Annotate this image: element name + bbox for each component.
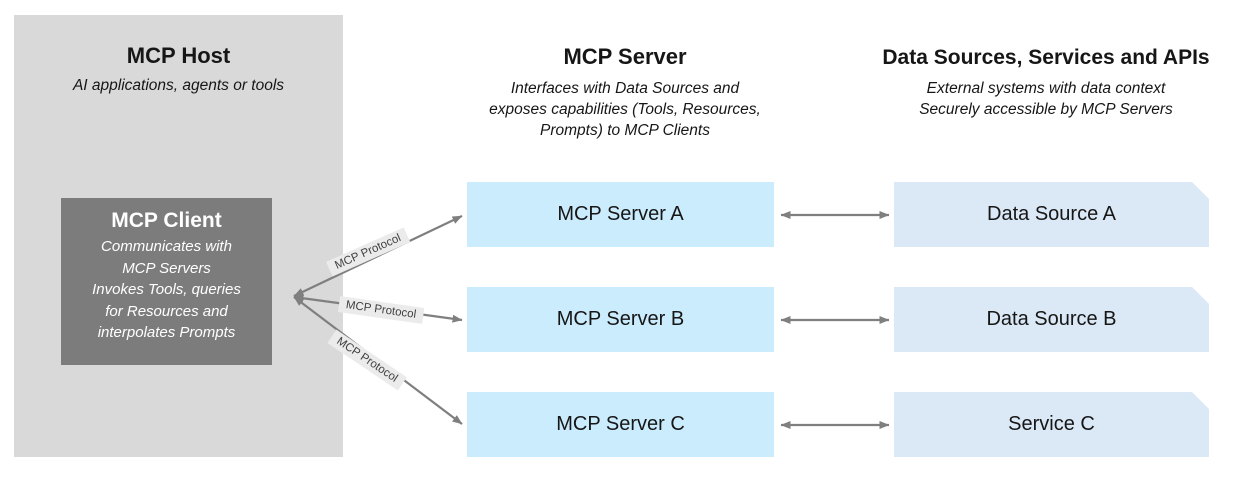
mcp-server-column-header: MCP Server Interfaces with Data Sources … — [450, 44, 800, 141]
data-sources-column-header: Data Sources, Services and APIs External… — [857, 46, 1235, 120]
subtitle-line: External systems with data context — [926, 80, 1166, 97]
data-sources-column-subtitle: External systems with data context Secur… — [857, 78, 1235, 120]
data-source-b-box: Data Source B — [894, 287, 1209, 352]
mcp-client-text-line: Communicates with — [101, 238, 232, 255]
mcp-protocol-label: MCP Protocol — [337, 296, 425, 324]
subtitle-line: Interfaces with Data Sources and — [510, 80, 740, 97]
subtitle-line: Prompts) to MCP Clients — [540, 122, 710, 139]
mcp-host-title: MCP Host — [126, 43, 231, 68]
mcp-server-a-label: MCP Server A — [557, 203, 684, 225]
mcp-server-column-subtitle: Interfaces with Data Sources and exposes… — [450, 78, 800, 141]
data-source-a-label: Data Source A — [987, 203, 1116, 225]
mcp-server-a-box: MCP Server A — [467, 182, 774, 247]
mcp-server-column-title: MCP Server — [563, 44, 687, 69]
data-source-b-label: Data Source B — [986, 308, 1117, 330]
mcp-client-text-line: Invokes Tools, queries — [92, 281, 241, 298]
service-c-label: Service C — [1008, 413, 1095, 435]
mcp-server-c-box: MCP Server C — [467, 392, 774, 457]
subtitle-line: Securely accessible by MCP Servers — [919, 101, 1173, 118]
mcp-host-subtitle: AI applications, agents or tools — [72, 77, 285, 94]
mcp-server-b-label: MCP Server B — [556, 308, 685, 330]
mcp-server-b-box: MCP Server B — [467, 287, 774, 352]
mcp-client-text-line: interpolates Prompts — [97, 324, 236, 341]
mcp-server-c-label: MCP Server C — [556, 413, 685, 435]
data-sources-column-title: Data Sources, Services and APIs — [882, 46, 1210, 69]
mcp-client-title: MCP Client — [111, 209, 222, 232]
service-c-box: Service C — [894, 392, 1209, 457]
mcp-client-box: MCP Client Communicates with MCP Servers… — [61, 198, 272, 365]
mcp-client-text-line: for Resources and — [105, 302, 228, 320]
data-source-a-box: Data Source A — [894, 182, 1209, 247]
mcp-client-text-line: MCP Servers — [122, 259, 211, 277]
subtitle-line: exposes capabilities (Tools, Resources, — [489, 101, 761, 118]
